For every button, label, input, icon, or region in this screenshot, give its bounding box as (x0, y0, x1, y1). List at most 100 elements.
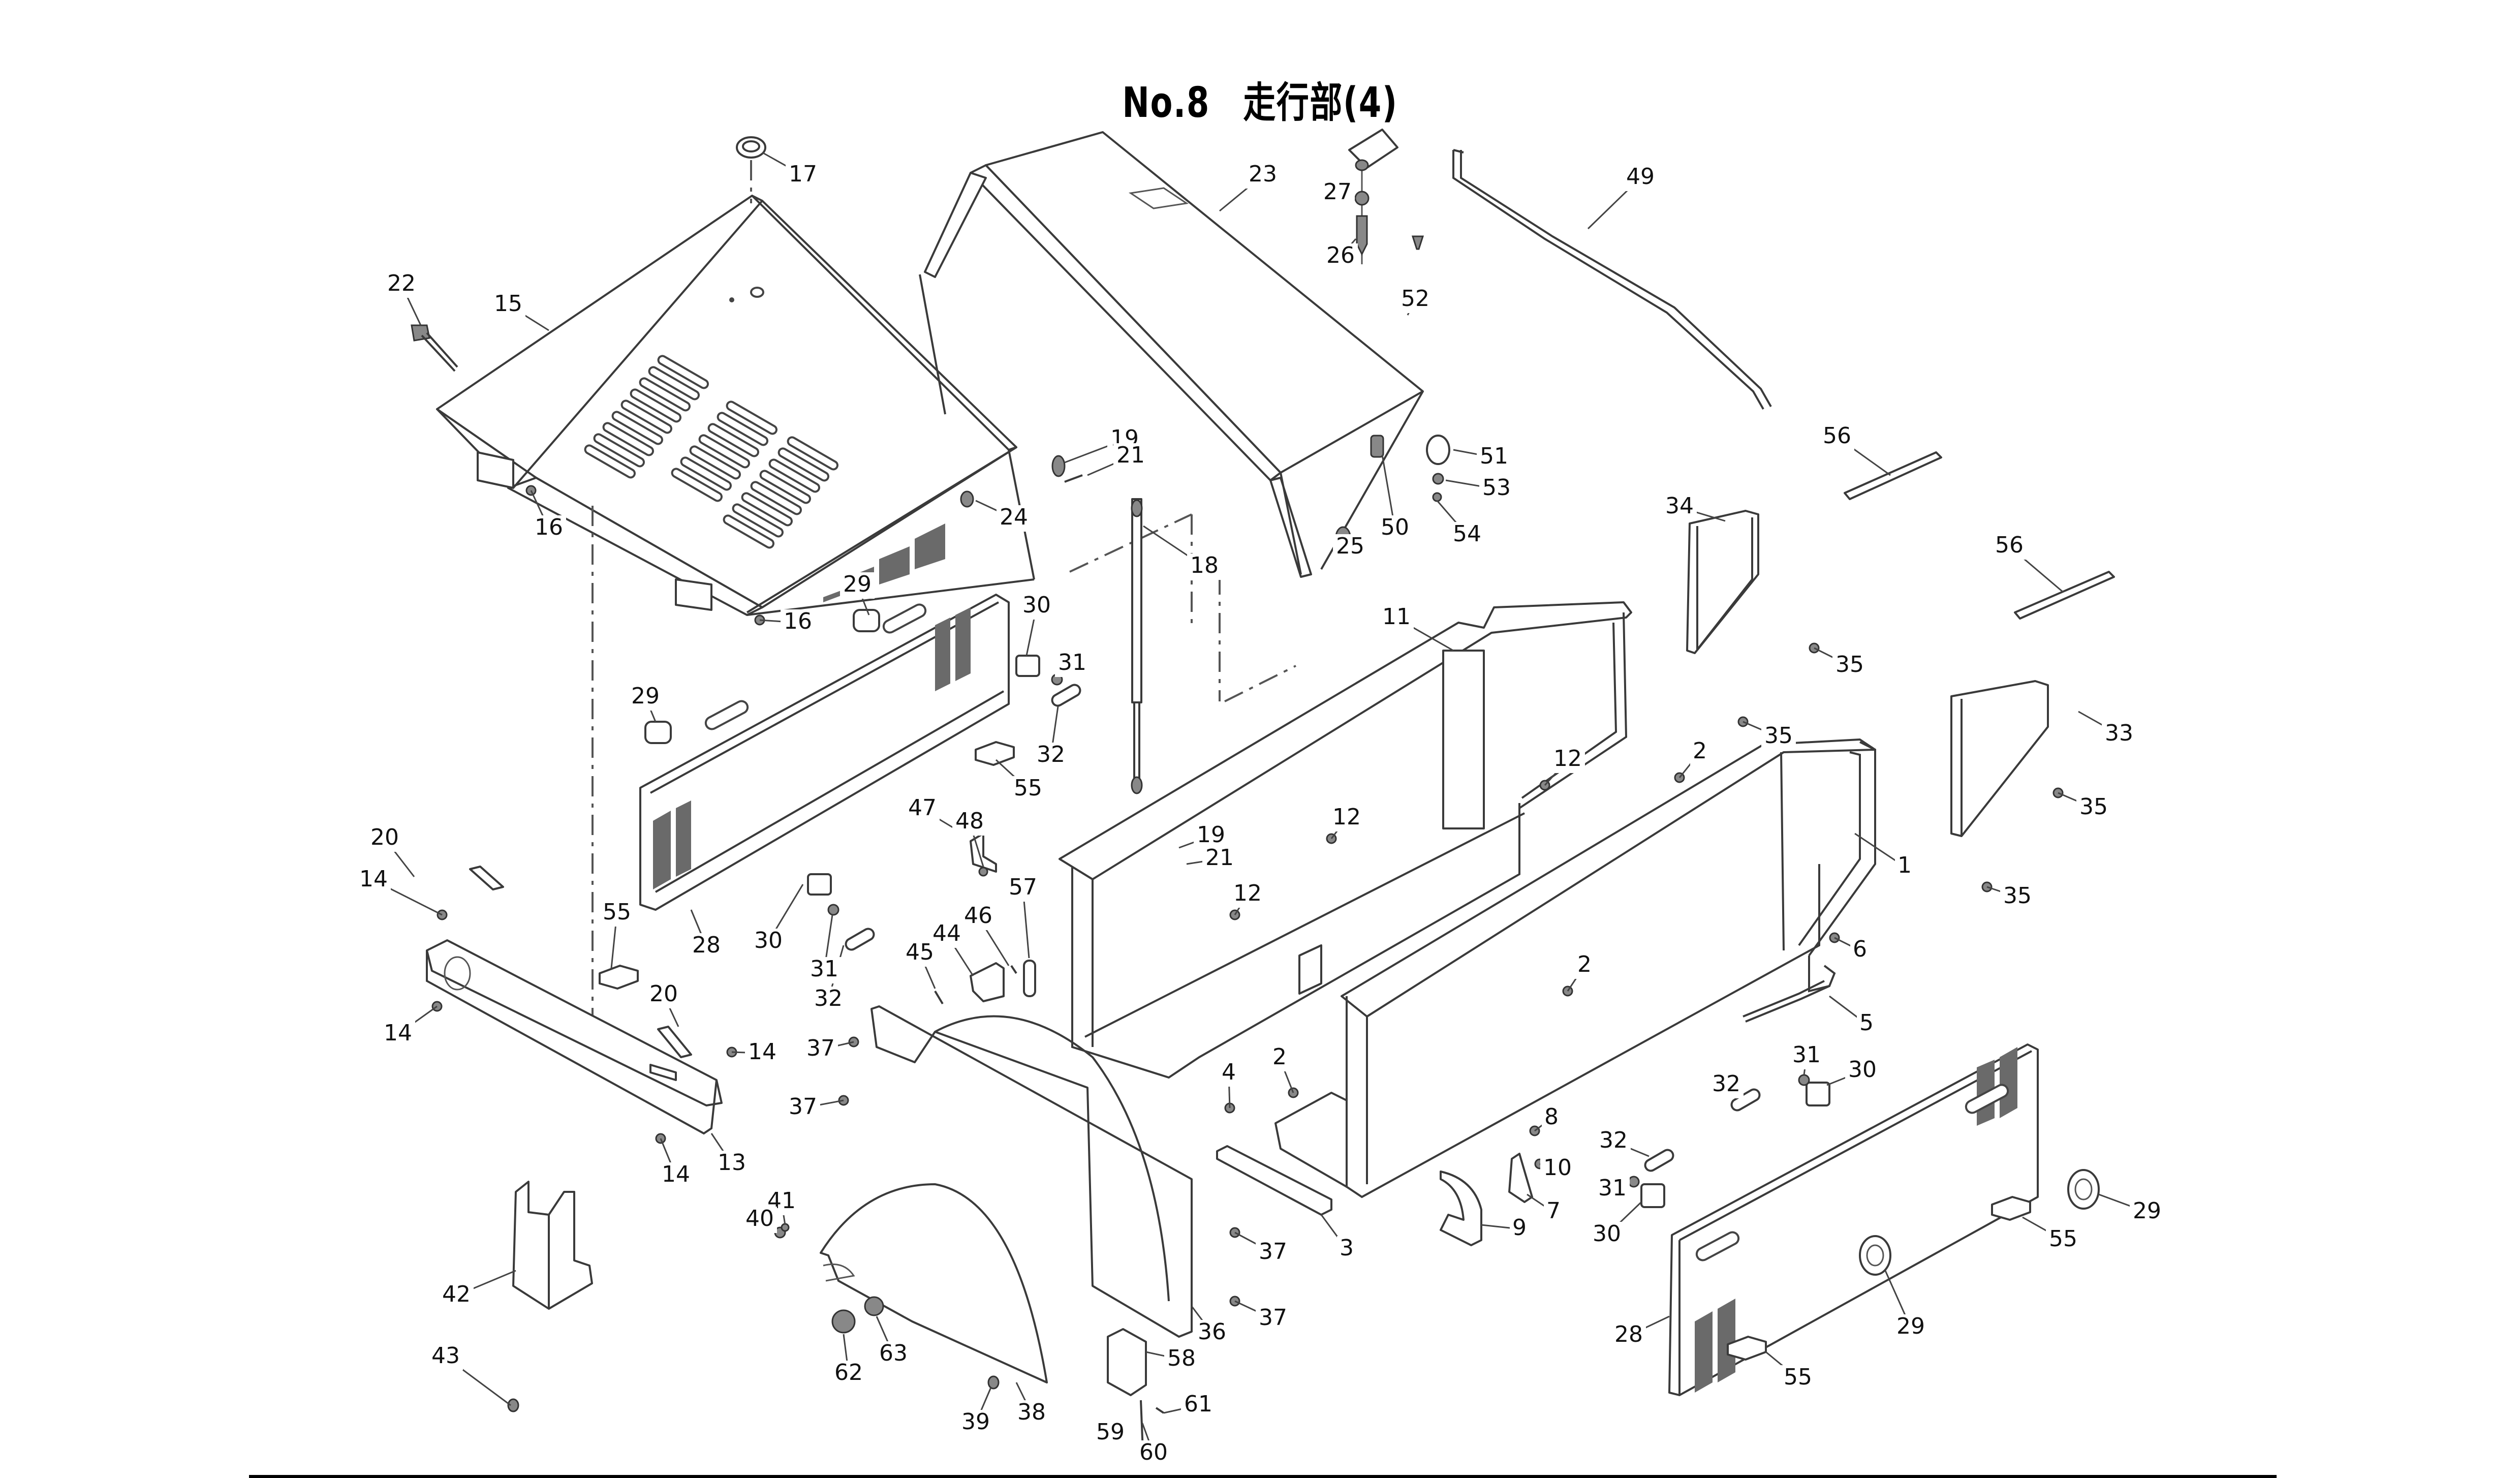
callout-20[interactable]: 20 (370, 824, 399, 850)
part-bracket-58[interactable] (1107, 1328, 1147, 1396)
callout-30[interactable]: 30 (754, 928, 783, 953)
callout-44[interactable]: 44 (932, 920, 961, 946)
callout-14[interactable]: 14 (662, 1161, 690, 1187)
callout-30[interactable]: 30 (1022, 592, 1051, 618)
callout-14[interactable]: 14 (384, 1020, 412, 1046)
callout-2[interactable]: 2 (1577, 951, 1592, 977)
callout-35[interactable]: 35 (1764, 723, 1793, 749)
callout-7[interactable]: 7 (1546, 1198, 1561, 1224)
part-bolt-39[interactable] (987, 1375, 1000, 1390)
callout-33[interactable]: 33 (2105, 720, 2133, 746)
callout-21[interactable]: 21 (1116, 442, 1145, 468)
part-knob-32b[interactable] (844, 927, 876, 951)
callout-20[interactable]: 20 (649, 981, 678, 1007)
part-gas-spring[interactable] (1131, 498, 1143, 794)
callout-5[interactable]: 5 (1859, 1010, 1874, 1036)
callout-4[interactable]: 4 (1222, 1059, 1236, 1085)
callout-10[interactable]: 10 (1543, 1155, 1572, 1181)
callout-50[interactable]: 50 (1381, 514, 1409, 540)
callout-31[interactable]: 31 (810, 956, 838, 982)
callout-31[interactable]: 31 (1058, 650, 1086, 675)
part-screw-52[interactable] (1411, 235, 1424, 250)
part-bolt-48[interactable] (978, 867, 988, 877)
part-knob-32d[interactable] (1643, 1148, 1675, 1173)
callout-11[interactable]: 11 (1382, 604, 1411, 630)
callout-56[interactable]: 56 (1995, 532, 2024, 558)
callout-29[interactable]: 29 (1896, 1313, 1925, 1339)
part-bolt-43[interactable] (507, 1398, 519, 1412)
callout-16[interactable]: 16 (535, 514, 563, 540)
callout-62[interactable]: 62 (834, 1360, 863, 1385)
callout-63[interactable]: 63 (879, 1340, 908, 1366)
part-bolt-24[interactable] (960, 490, 974, 508)
part-washer-63[interactable] (864, 1296, 884, 1316)
part-bracket-5[interactable] (1743, 956, 1836, 1023)
callout-55[interactable]: 55 (2049, 1226, 2077, 1252)
part-cross-bar[interactable] (426, 939, 723, 1135)
callout-56[interactable]: 56 (1823, 423, 1851, 449)
part-bolt-26[interactable] (1356, 215, 1368, 256)
callout-32[interactable]: 32 (814, 986, 843, 1011)
part-spring-57[interactable] (1023, 960, 1036, 997)
part-washer-19a[interactable] (1051, 455, 1066, 477)
callout-32[interactable]: 32 (1037, 742, 1065, 767)
part-plate-20b[interactable] (657, 1026, 692, 1058)
callout-2[interactable]: 2 (1272, 1044, 1287, 1070)
callout-17[interactable]: 17 (789, 161, 817, 187)
part-plug-29a[interactable] (853, 609, 880, 632)
part-nut-31c[interactable] (1798, 1074, 1810, 1086)
part-washer-41[interactable] (781, 1223, 790, 1232)
callout-28[interactable]: 28 (1614, 1321, 1643, 1347)
callout-30[interactable]: 30 (1848, 1057, 1877, 1083)
callout-8[interactable]: 8 (1544, 1104, 1559, 1130)
callout-36[interactable]: 36 (1198, 1319, 1226, 1345)
part-plug-29c[interactable] (2067, 1169, 2100, 1210)
part-main-frame[interactable] (1274, 738, 1876, 1198)
callout-31[interactable]: 31 (1598, 1175, 1627, 1201)
callout-55[interactable]: 55 (603, 899, 631, 925)
callout-35[interactable]: 35 (1835, 652, 1864, 678)
part-nut-53[interactable] (1432, 473, 1444, 485)
callout-49[interactable]: 49 (1626, 164, 1655, 190)
callout-29[interactable]: 29 (2133, 1198, 2161, 1224)
part-pin-46[interactable] (1010, 965, 1017, 974)
part-bracket-9[interactable] (1440, 1171, 1482, 1246)
callout-16[interactable]: 16 (784, 608, 812, 634)
callout-3[interactable]: 3 (1340, 1235, 1354, 1261)
callout-53[interactable]: 53 (1482, 475, 1511, 501)
callout-9[interactable]: 9 (1512, 1215, 1527, 1241)
callout-58[interactable]: 58 (1167, 1345, 1196, 1371)
part-side-plate-33[interactable] (1950, 680, 2049, 837)
part-plug-29d[interactable] (1859, 1235, 1891, 1276)
callout-14[interactable]: 14 (359, 866, 388, 892)
part-nut-27[interactable] (1354, 191, 1370, 206)
callout-43[interactable]: 43 (431, 1343, 460, 1369)
callout-55[interactable]: 55 (1784, 1364, 1812, 1390)
callout-19[interactable]: 19 (1197, 822, 1225, 848)
callout-32[interactable]: 32 (1712, 1071, 1740, 1097)
callout-55[interactable]: 55 (1014, 775, 1042, 801)
part-bolt-22[interactable] (411, 324, 458, 372)
part-side-panel-28a[interactable] (639, 594, 1010, 911)
callout-57[interactable]: 57 (1009, 874, 1037, 900)
part-washer-62[interactable] (831, 1309, 856, 1334)
callout-52[interactable]: 52 (1401, 286, 1429, 312)
part-latch-30b[interactable] (807, 873, 832, 896)
callout-28[interactable]: 28 (692, 932, 721, 958)
callout-23[interactable]: 23 (1249, 161, 1277, 187)
callout-22[interactable]: 22 (387, 270, 416, 296)
part-bracket-7[interactable] (1508, 1153, 1533, 1203)
part-clip-50[interactable] (1370, 435, 1384, 458)
callout-1[interactable]: 1 (1897, 852, 1912, 878)
part-plate-20a[interactable] (469, 866, 504, 890)
part-nut-31b[interactable] (827, 904, 839, 916)
callout-32[interactable]: 32 (1599, 1127, 1628, 1153)
callout-61[interactable]: 61 (1184, 1391, 1212, 1417)
callout-14[interactable]: 14 (748, 1039, 776, 1065)
callout-54[interactable]: 54 (1453, 521, 1481, 547)
callout-51[interactable]: 51 (1480, 443, 1508, 469)
part-knob-51[interactable] (1426, 435, 1450, 465)
callout-59[interactable]: 59 (1096, 1419, 1125, 1445)
callout-34[interactable]: 34 (1665, 493, 1694, 519)
callout-48[interactable]: 48 (955, 808, 984, 834)
